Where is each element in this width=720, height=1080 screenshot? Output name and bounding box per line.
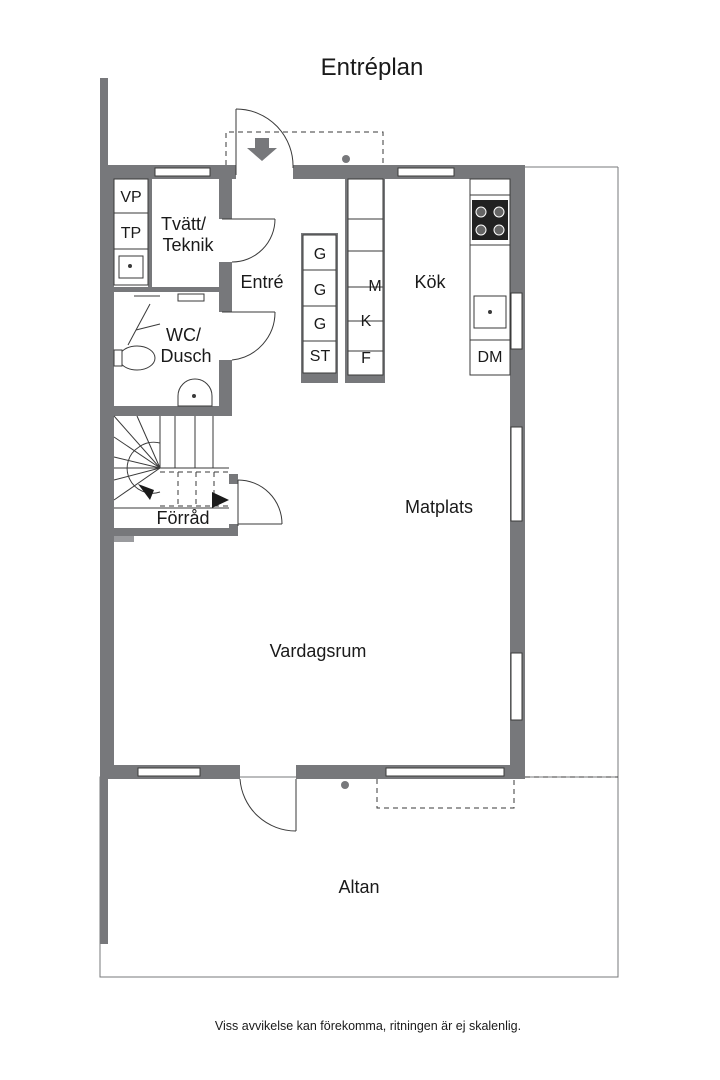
vp-label: VP: [120, 189, 141, 206]
dm-label: DM: [478, 349, 503, 366]
bathroom-fixtures: [113, 293, 213, 407]
kitchen-island: [345, 178, 385, 383]
doors: [222, 108, 297, 832]
room-label-wc-line1: WC/: [166, 325, 201, 345]
room-label-entre: Entré: [240, 272, 283, 292]
entrance-arrow-icon: [247, 138, 277, 161]
laundry-fixtures: [113, 178, 149, 286]
room-label-vardagsrum: Vardagsrum: [270, 641, 367, 661]
room-label-tvatt-line2: Teknik: [162, 235, 214, 255]
outdoor-lamp-icon: [342, 155, 350, 163]
room-label-tvatt-line1: Tvätt/: [161, 214, 206, 234]
entrance-canopy: [225, 131, 515, 809]
g3-label: G: [314, 316, 326, 333]
hall-wardrobes: [301, 233, 338, 383]
room-label-kok: Kök: [414, 272, 446, 292]
room-label-wc: WC/ Dusch: [160, 325, 211, 366]
m-label: M: [368, 278, 381, 295]
altan-outline: [99, 166, 619, 978]
room-label-altan: Altan: [338, 877, 379, 897]
g1-label: G: [314, 246, 326, 263]
room-label-wc-line2: Dusch: [160, 346, 211, 366]
windows: [137, 167, 523, 777]
outdoor-lamp-icon: [341, 781, 349, 789]
stair-direction-arrow-icon: [138, 484, 154, 500]
k-label: K: [361, 313, 372, 330]
room-label-matplats: Matplats: [405, 497, 473, 517]
kitchen-counter: [469, 178, 511, 376]
room-label-tvatt: Tvätt/ Teknik: [161, 214, 215, 255]
room-label-forrad: Förråd: [156, 508, 209, 528]
g2-label: G: [314, 282, 326, 299]
disclaimer-note: Viss avvikelse kan förekomma, ritningen …: [215, 1019, 521, 1033]
f-label: F: [361, 350, 371, 367]
st-label: ST: [310, 348, 331, 365]
plan-title: Entréplan: [321, 54, 424, 81]
stair-direction-arrow-icon: [212, 492, 229, 508]
staircase: [113, 415, 229, 509]
tp-label: TP: [121, 225, 141, 242]
